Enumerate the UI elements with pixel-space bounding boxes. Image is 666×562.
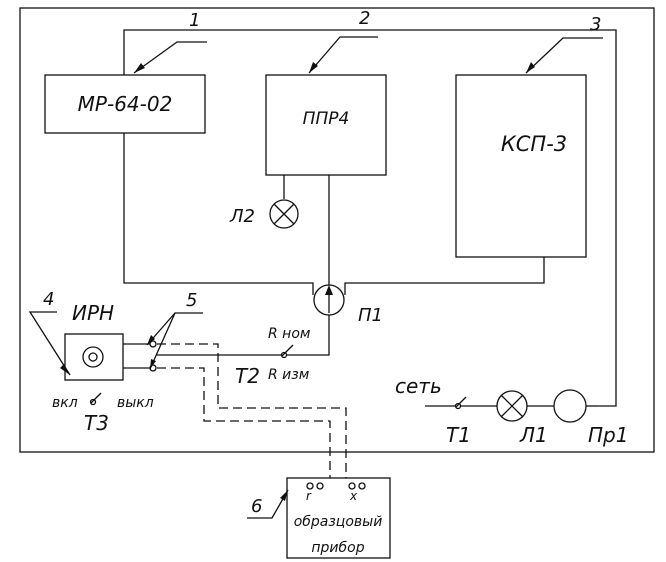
wire-ppr-to-r [284,175,330,356]
dashed-cable-lower [157,367,331,478]
wire-mr-to-p1 [123,133,314,295]
callout-6: 6 [251,496,262,517]
block-mr-64-02 [44,74,206,134]
reference-label-line2: прибор [311,540,364,556]
callout-6-leader [247,489,289,519]
block-ppr4 [265,74,387,176]
wire-ksp-to-p1 [344,257,545,295]
label-t2: Т2 [235,364,260,388]
block-mr-label: МР-64-02 [78,92,173,116]
callout-2-leader [308,36,378,74]
terminal-r-2 [316,482,324,490]
callout-4-leader [28,311,71,376]
callout-5: 5 [186,290,197,311]
callout-3: 3 [590,14,601,35]
reference-label-line1: образцовый [294,514,383,530]
callout-2: 2 [359,8,370,29]
terminal-r-1 [306,482,314,490]
label-irn: ИРН [72,301,114,325]
terminal-x-2 [358,482,366,490]
label-set: сеть [395,374,442,398]
outer-frame [19,7,655,453]
terminal-x-1 [348,482,356,490]
switch-r [280,344,294,359]
label-t1: Т1 [446,423,471,447]
lamp-l1 [496,390,528,422]
callout-1-leader [133,41,207,74]
terminal-5-upper [149,340,157,348]
reference-instrument [286,477,391,559]
block-ksp-label: КСП-3 [501,132,567,156]
lamp-l2 [269,199,299,229]
label-p1: П1 [358,305,383,326]
fuse-pr1 [553,389,587,423]
label-pr1: Пр1 [588,423,628,447]
label-terminal-r: r [306,489,312,503]
label-r-izm: R изм [268,367,310,383]
label-vkl: вкл [52,395,78,411]
irn-knob-inner [88,352,98,362]
top-bus-wire [123,29,617,407]
block-ksp-3 [455,74,587,258]
label-terminal-x: x [349,489,358,503]
label-t3: Т3 [84,411,109,435]
callout-3-leader [525,37,603,74]
label-vykl: выкл [117,395,154,411]
callout-5-leader [146,312,203,370]
label-l1: Л1 [519,423,548,447]
label-r-nom: R ном [268,326,311,342]
label-l2: Л2 [229,206,255,227]
switch-t3 [89,392,102,406]
callout-1: 1 [189,10,200,31]
callout-4: 4 [43,289,54,310]
block-ppr-label: ППР4 [303,109,350,129]
switch-t1 [454,396,467,410]
galvanometer-p1 [313,284,345,316]
